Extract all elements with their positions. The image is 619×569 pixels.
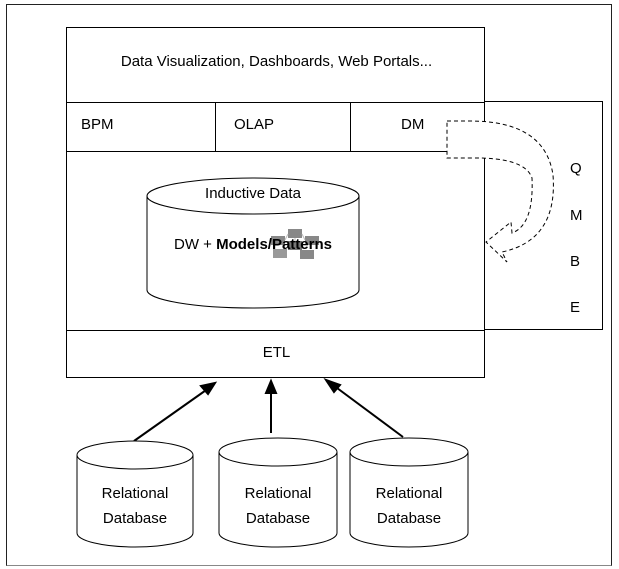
qmbe-letter-b: B xyxy=(570,253,581,270)
warehouse-content-label: DW + Models/Patterns xyxy=(147,236,359,253)
relational-database-cylinder-1 xyxy=(76,440,194,548)
warehouse-content-prefix: DW + xyxy=(174,236,217,253)
bpm-label: BPM xyxy=(81,116,114,133)
qmbe-letter-m: M xyxy=(570,207,583,224)
bpm-cell: BPM xyxy=(66,102,216,152)
relational-database-3-line2: Database xyxy=(376,510,442,527)
relational-database-1-line2: Database xyxy=(102,510,168,527)
etl-box: ETL xyxy=(66,330,485,378)
qmbe-letter-e: E xyxy=(570,299,581,316)
diagram-frame xyxy=(6,4,612,566)
relational-database-2-line1: Relational xyxy=(244,485,312,502)
dm-label: DM xyxy=(401,116,425,133)
olap-label: OLAP xyxy=(234,116,275,133)
warehouse-content-bold: Models/Patterns xyxy=(216,236,332,253)
dashed-curved-arrow xyxy=(446,120,554,263)
relational-database-label-3: Relational Database xyxy=(350,481,468,531)
relational-database-label-1: Relational Database xyxy=(77,481,193,531)
relational-database-3-line1: Relational xyxy=(375,485,443,502)
etl-label: ETL xyxy=(262,344,291,361)
inductive-data-label: Inductive Data xyxy=(205,185,301,202)
visualization-label: Data Visualization, Dashboards, Web Port… xyxy=(120,53,433,70)
inductive-data-cylinder xyxy=(146,177,360,309)
qmbe-letter-q: Q xyxy=(570,160,582,177)
relational-database-cylinder-2 xyxy=(218,437,338,548)
db-to-etl-arrows xyxy=(133,378,404,442)
relational-database-2-line2: Database xyxy=(245,510,311,527)
visualization-layer: Data Visualization, Dashboards, Web Port… xyxy=(66,27,485,103)
relational-database-label-2: Relational Database xyxy=(219,481,337,531)
grid-nodes-icon xyxy=(271,229,319,259)
relational-database-1-line1: Relational xyxy=(101,485,169,502)
relational-database-cylinder-3 xyxy=(349,437,469,548)
